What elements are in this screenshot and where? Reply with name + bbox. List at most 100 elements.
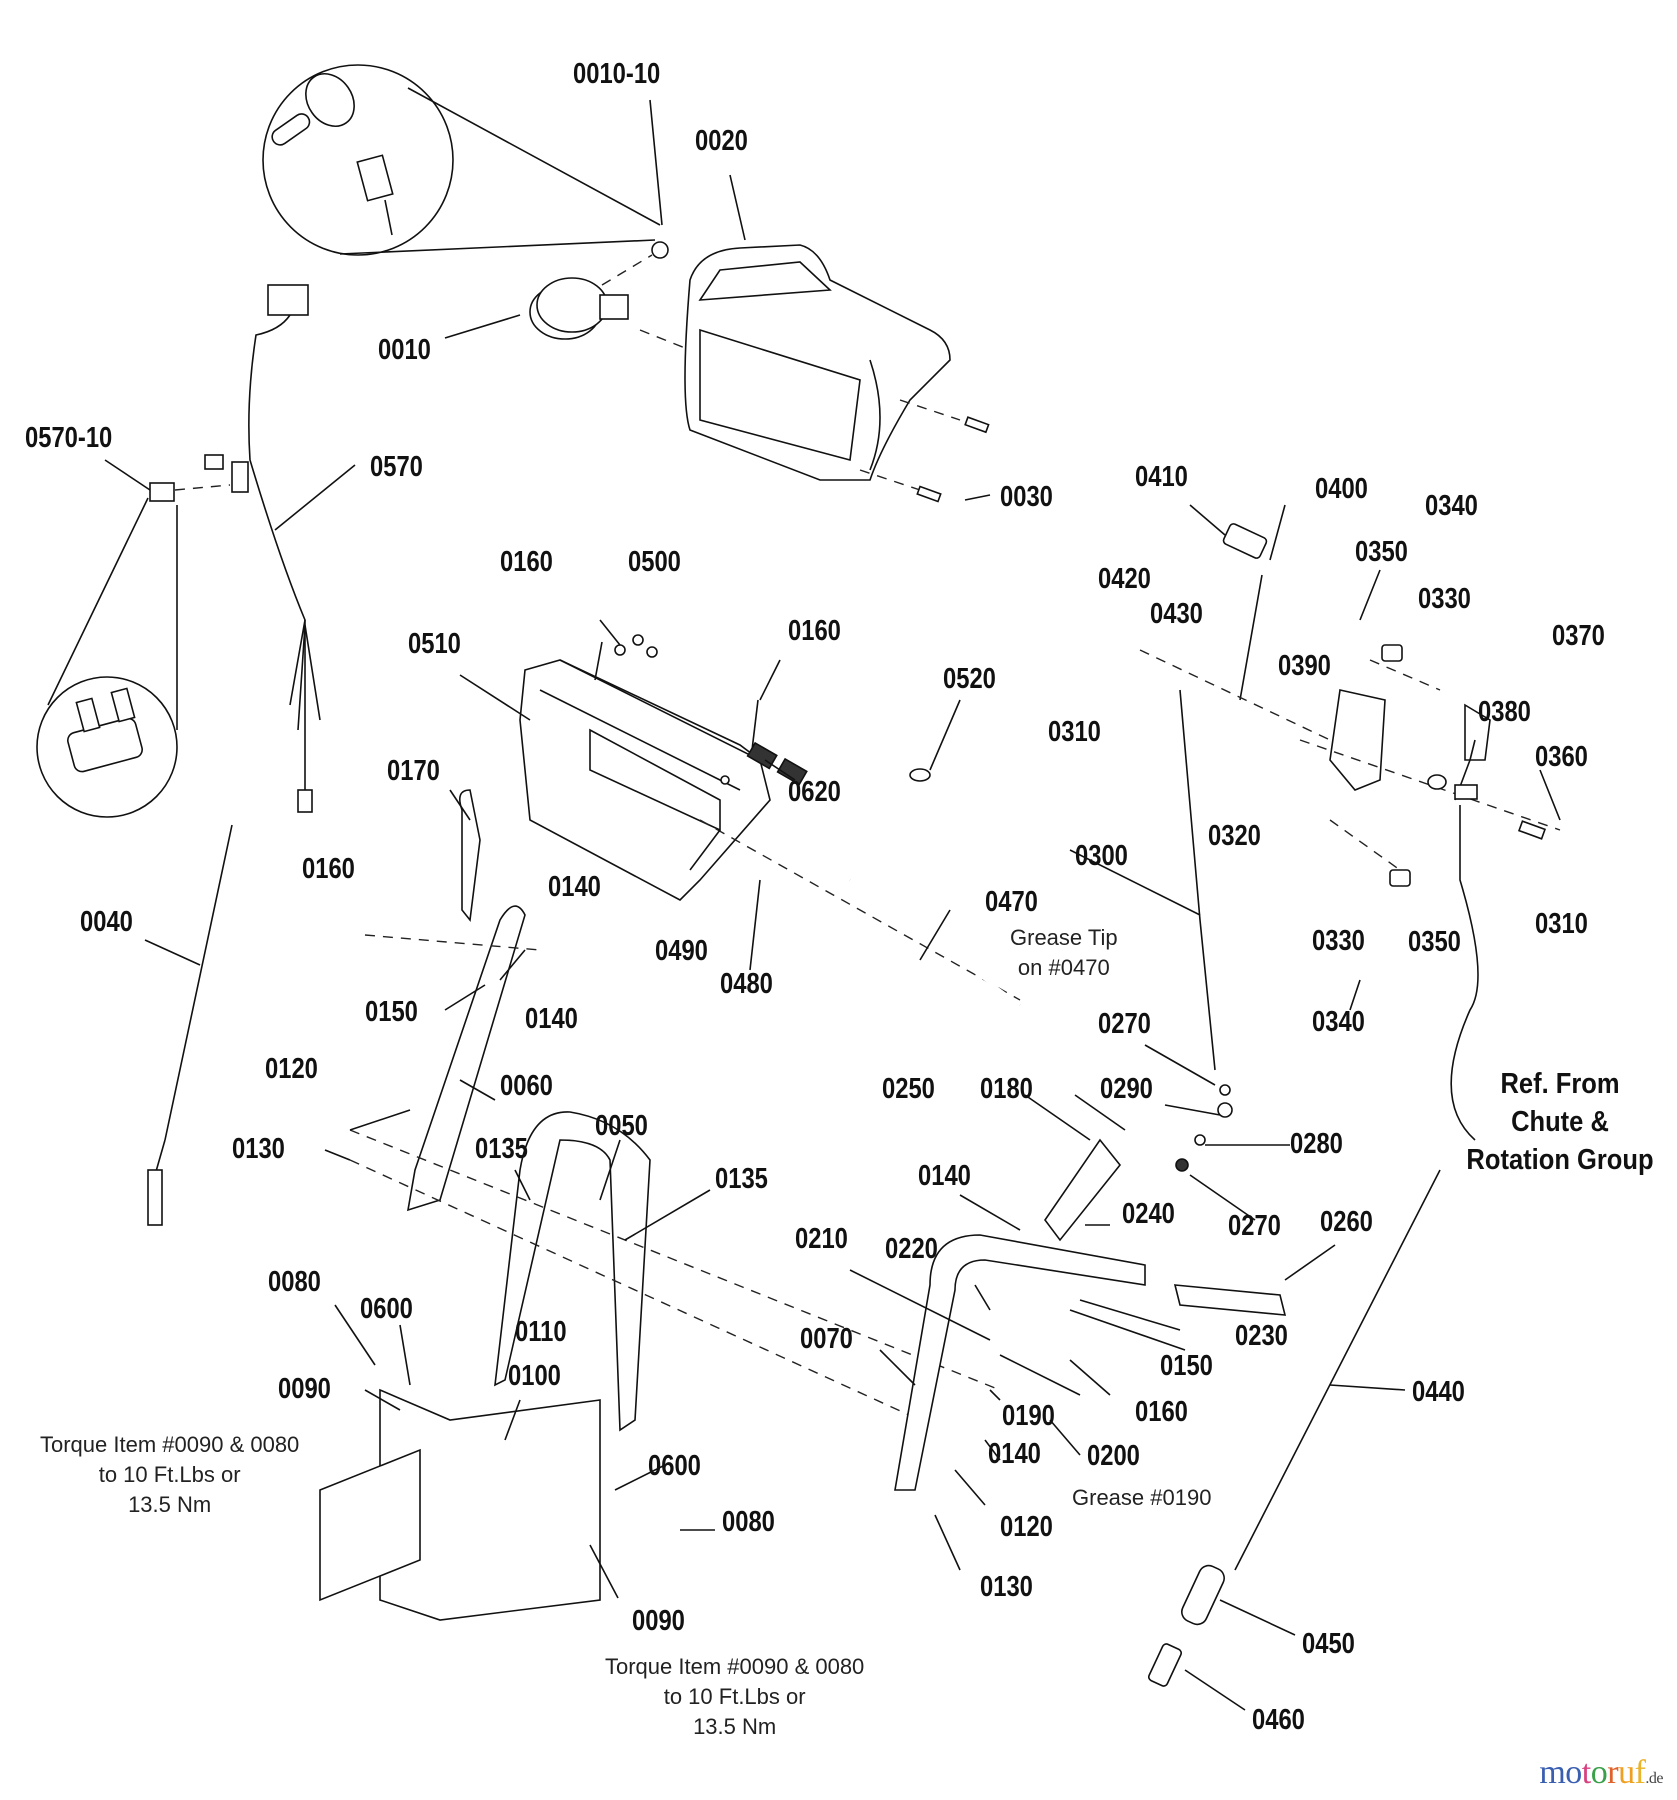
logo-letter: o <box>1565 1754 1582 1791</box>
part-label: 0340 <box>1425 490 1478 522</box>
fuse-detail-callout <box>36 497 178 818</box>
part-label: 0100 <box>508 1360 561 1392</box>
part-label: 0135 <box>475 1133 528 1165</box>
part-label: 0400 <box>1315 473 1368 505</box>
part-label: 0300 <box>1075 840 1128 872</box>
logo-letter: m <box>1539 1754 1566 1791</box>
part-label: 0180 <box>980 1073 1033 1105</box>
part-label: 0410 <box>1135 461 1188 493</box>
part-label: 0280 <box>1290 1128 1343 1160</box>
part-label: 0340 <box>1312 1006 1365 1038</box>
part-label: 0470 <box>985 886 1038 918</box>
dash-cover-0020 <box>684 244 951 481</box>
part-label: 0320 <box>1208 820 1261 852</box>
part-label: 0020 <box>695 125 748 157</box>
part-label: 0460 <box>1252 1704 1305 1736</box>
shift-lever-assembly <box>1139 523 1561 887</box>
part-label: 0160 <box>302 853 355 885</box>
part-label: 0120 <box>1000 1511 1053 1543</box>
part-label: 0330 <box>1418 583 1471 615</box>
logo-letter: r <box>1607 1754 1619 1791</box>
bulb-detail-callout <box>262 64 661 256</box>
part-label: 0260 <box>1320 1206 1373 1238</box>
part-label: 0570-10 <box>25 422 113 454</box>
part-label: 0150 <box>365 996 418 1028</box>
part-label: 0270 <box>1228 1210 1281 1242</box>
part-label: 0150 <box>1160 1350 1213 1382</box>
part-label: 0220 <box>885 1233 938 1265</box>
part-label: 0370 <box>1552 620 1605 652</box>
part-label: 0200 <box>1087 1440 1140 1472</box>
part-label: 0570 <box>370 451 423 483</box>
motoruf-logo: motoruf.de <box>1539 1754 1663 1792</box>
part-label: 0010 <box>378 334 431 366</box>
chute-cable <box>1450 805 1479 1141</box>
part-label: 0270 <box>1098 1008 1151 1040</box>
part-label: 0450 <box>1302 1628 1355 1660</box>
part-label: 0090 <box>278 1373 331 1405</box>
part-label: 0490 <box>655 935 708 967</box>
part-label: 0240 <box>1122 1198 1175 1230</box>
part-label: 0140 <box>918 1160 971 1192</box>
part-label: 0080 <box>268 1266 321 1298</box>
part-label: 0050 <box>595 1110 648 1142</box>
part-label: 0380 <box>1478 696 1531 728</box>
bulb-icon <box>271 73 394 236</box>
part-label: 0210 <box>795 1223 848 1255</box>
cable-0440 <box>1148 1169 1441 1687</box>
part-label: 0420 <box>1098 563 1151 595</box>
part-label: 0140 <box>548 871 601 903</box>
logo-letter: u <box>1618 1754 1635 1791</box>
part-label: 0250 <box>882 1073 935 1105</box>
part-label: 0510 <box>408 628 461 660</box>
part-label: 0190 <box>1002 1400 1055 1432</box>
leader-lines <box>104 99 1561 1711</box>
part-label: 0090 <box>632 1605 685 1637</box>
part-label: 0140 <box>988 1438 1041 1470</box>
cable-0040 <box>147 824 233 1226</box>
part-label: 0600 <box>360 1293 413 1325</box>
part-label: 0330 <box>1312 925 1365 957</box>
headlight-0010 <box>529 241 691 351</box>
part-label: 0310 <box>1048 716 1101 748</box>
logo-letter: f <box>1634 1754 1646 1791</box>
upper-handle-0060 <box>364 789 541 1212</box>
part-label: 0135 <box>715 1163 768 1195</box>
part-label: 0140 <box>525 1003 578 1035</box>
part-label: 0310 <box>1535 908 1588 940</box>
part-label: 0350 <box>1355 536 1408 568</box>
torque-note-bottom: Torque Item #0090 & 0080 to 10 Ft.Lbs or… <box>605 1654 865 1739</box>
part-label: 0290 <box>1100 1073 1153 1105</box>
part-label: 0160 <box>788 615 841 647</box>
grease-0190-note: Grease #0190 <box>1072 1485 1212 1510</box>
part-label: 0390 <box>1278 650 1331 682</box>
part-label: 0070 <box>800 1323 853 1355</box>
part-label: 0350 <box>1408 926 1461 958</box>
logo-letter: t <box>1581 1754 1591 1791</box>
clip-0520 <box>909 768 931 782</box>
logo-letter: o <box>1590 1754 1608 1791</box>
part-label: 0160 <box>1135 1396 1188 1428</box>
part-label: 0030 <box>1000 481 1053 513</box>
logo-suffix: .de <box>1645 1770 1663 1787</box>
grease-tip-note: Grease Tip on #0470 <box>1010 925 1118 980</box>
fuse-icon <box>67 687 143 773</box>
shift-rod-0300 <box>1175 689 1233 1172</box>
part-label: 0060 <box>500 1070 553 1102</box>
part-label: 0040 <box>80 906 133 938</box>
part-label: 0500 <box>628 546 681 578</box>
part-label: 0130 <box>980 1571 1033 1603</box>
screws-0030 <box>859 399 990 503</box>
part-label: 0230 <box>1235 1320 1288 1352</box>
part-label: 0360 <box>1535 741 1588 773</box>
part-label: 0170 <box>387 755 440 787</box>
control-panel-0510 <box>519 634 771 901</box>
ref-chute-rotation-note: Ref. From Chute & Rotation Group <box>1466 1068 1654 1176</box>
torque-note-left: Torque Item #0090 & 0080 to 10 Ft.Lbs or… <box>40 1432 300 1517</box>
part-label: 0480 <box>720 968 773 1000</box>
part-label: 0110 <box>515 1316 567 1348</box>
part-label: 0120 <box>265 1053 318 1085</box>
part-label: 0130 <box>232 1133 285 1165</box>
wire-harness-0570 <box>149 284 321 813</box>
